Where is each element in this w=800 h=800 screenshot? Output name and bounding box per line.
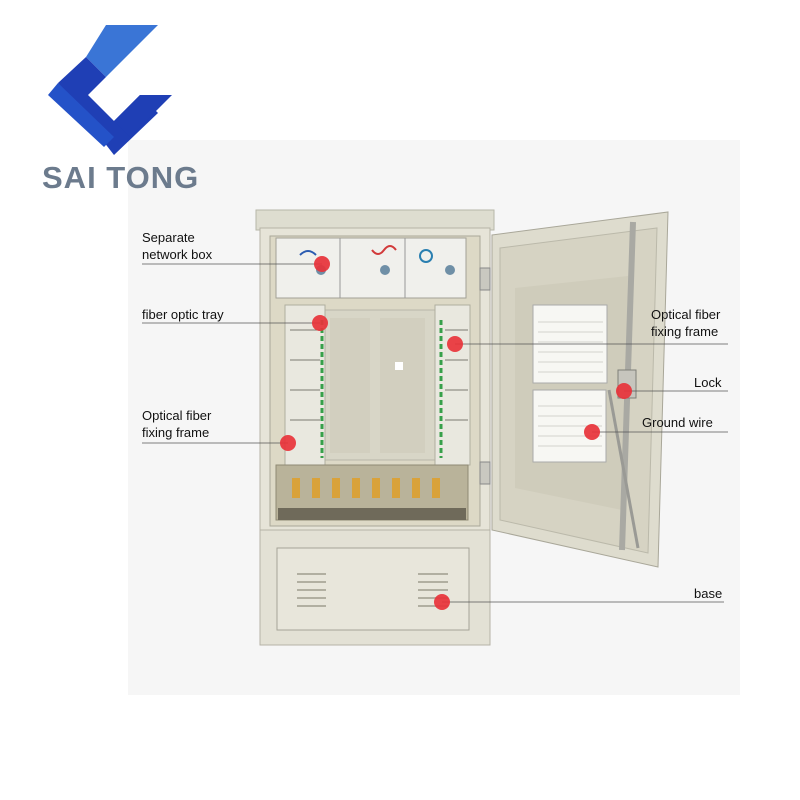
label-optical-fiber-fixing-frame-right: Optical fiber fixing frame: [651, 307, 721, 339]
label-ground-wire: Ground wire: [642, 415, 713, 430]
label-base: base: [694, 586, 723, 601]
label-lock: Lock: [694, 375, 722, 390]
label-fiber-optic-tray: fiber optic tray: [142, 307, 224, 322]
label-optical-fiber-fixing-frame-left: Optical fiber fixing frame: [142, 408, 212, 440]
saitong-logo: [48, 25, 172, 155]
brand-name: SAI TONG: [42, 160, 200, 195]
label-separate-network-box: Separate network box: [142, 230, 213, 262]
